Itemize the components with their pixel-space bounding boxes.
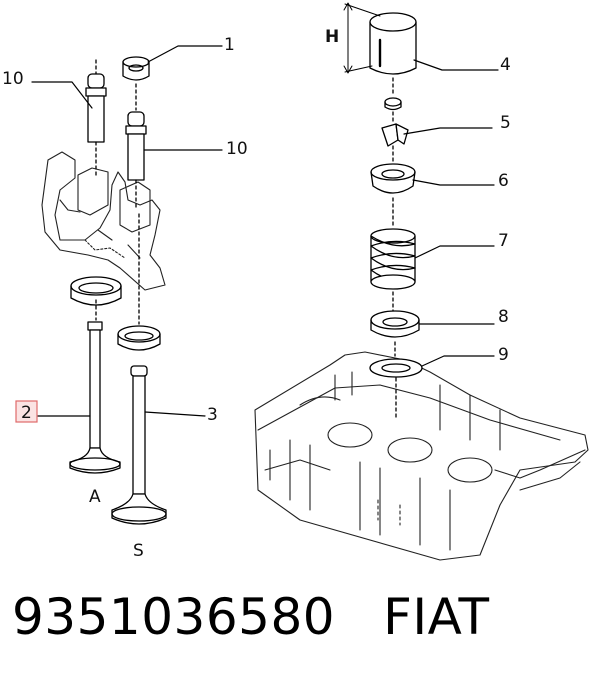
valve-keepers bbox=[381, 123, 409, 165]
part-number: 9351036580 bbox=[12, 588, 336, 646]
cylinder-head-block bbox=[254, 351, 589, 561]
leader-lines bbox=[31, 45, 499, 417]
part-number-caption: 9351036580 FIAT bbox=[12, 588, 490, 646]
valve-exhaust-s bbox=[111, 365, 167, 525]
callout-labels: 1 10 10 2 3 A S H 4 5 6 7 8 9 bbox=[2, 27, 511, 561]
head-section-cutaway bbox=[41, 151, 166, 291]
valve-shim bbox=[384, 97, 402, 123]
bucket-tappet bbox=[369, 12, 417, 97]
valve-stem-seal bbox=[122, 56, 150, 111]
callout-10-right: 10 bbox=[226, 139, 248, 159]
callout-2-highlighted: 2 bbox=[21, 403, 32, 423]
spring-seat-washer bbox=[369, 358, 423, 421]
highlight-box bbox=[15, 400, 38, 423]
callout-5: 5 bbox=[500, 113, 511, 133]
callout-4: 4 bbox=[500, 55, 511, 75]
callout-a: A bbox=[89, 487, 101, 507]
valve-spring bbox=[370, 228, 416, 313]
callout-s: S bbox=[133, 541, 144, 561]
callout-9: 9 bbox=[498, 345, 509, 365]
valve-seat-ring-left bbox=[70, 276, 122, 321]
callout-1: 1 bbox=[224, 35, 235, 55]
brand-name: FIAT bbox=[383, 588, 490, 646]
valve-guide-right bbox=[125, 111, 147, 211]
callout-6: 6 bbox=[498, 171, 509, 191]
valve-guide-left bbox=[85, 59, 107, 179]
valve-intake-a bbox=[69, 321, 121, 474]
valve-seat-ring-right bbox=[117, 213, 161, 351]
callout-h: H bbox=[325, 27, 339, 47]
callout-10-left: 10 bbox=[2, 69, 24, 89]
callout-8: 8 bbox=[498, 307, 509, 327]
valve-stem-oil-seal bbox=[370, 310, 420, 357]
upper-spring-retainer bbox=[370, 163, 416, 227]
valve-train-exploded-diagram: 1 10 10 2 3 A S H 4 5 6 7 8 9 bbox=[2, 2, 589, 561]
callout-7: 7 bbox=[498, 231, 509, 251]
callout-3: 3 bbox=[207, 405, 218, 425]
height-dimension-h bbox=[343, 2, 381, 74]
